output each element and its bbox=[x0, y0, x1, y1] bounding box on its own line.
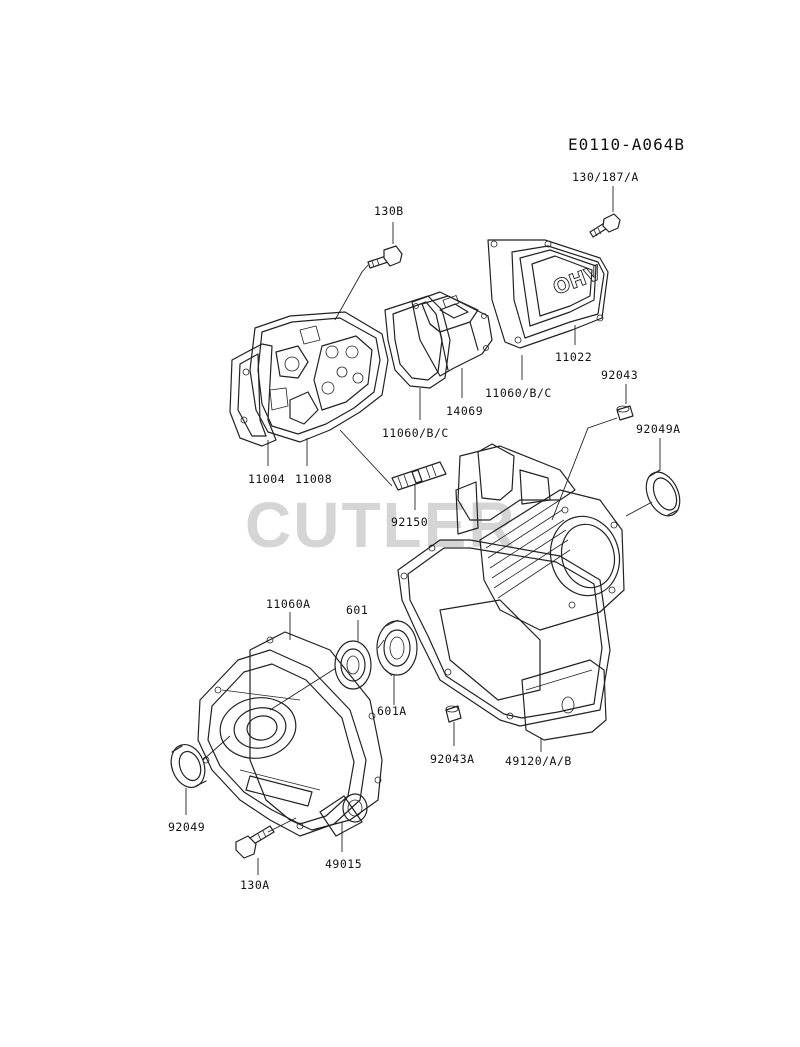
label-92049a: 92049A bbox=[636, 422, 681, 436]
watermark: CUTLER bbox=[245, 489, 517, 561]
oil-seal-92049 bbox=[170, 744, 207, 788]
head-gasket-11004 bbox=[229, 343, 277, 447]
label-49015: 49015 bbox=[325, 857, 362, 871]
ball-bearing-601 bbox=[334, 640, 372, 690]
label-130a: 130A bbox=[240, 878, 270, 892]
diagram-code: E0110-A064B bbox=[568, 135, 685, 154]
label-130-187-a: 130/187/A bbox=[572, 170, 639, 184]
label-11060a: 11060A bbox=[266, 597, 311, 611]
label-601: 601 bbox=[346, 603, 368, 617]
ohv-emboss: OHV bbox=[550, 260, 605, 300]
bolt-130-187-a bbox=[589, 213, 621, 238]
dowel-pin-92043 bbox=[616, 405, 634, 421]
label-11022: 11022 bbox=[555, 350, 592, 364]
label-92150: 92150 bbox=[391, 515, 428, 529]
label-92043a: 92043A bbox=[430, 752, 475, 766]
label-14069: 14069 bbox=[446, 404, 483, 418]
stud-bolt-92150 bbox=[391, 461, 447, 491]
dowel-pin-92043a bbox=[445, 705, 462, 723]
gasket-11060bc bbox=[384, 295, 451, 389]
label-11008: 11008 bbox=[295, 472, 332, 486]
bolt-130a bbox=[235, 825, 275, 859]
label-601a: 601A bbox=[377, 704, 407, 718]
oil-seal-92049a bbox=[645, 469, 681, 517]
label-49120ab: 49120/A/B bbox=[505, 754, 572, 768]
breather-cover-14069 bbox=[411, 291, 493, 377]
label-11004: 11004 bbox=[248, 472, 285, 486]
label-92049: 92049 bbox=[168, 820, 205, 834]
label-11060bc-upper: 11060/B/C bbox=[485, 386, 552, 400]
bolt-130b bbox=[367, 245, 403, 269]
crankcase-cover-49015 bbox=[197, 631, 383, 837]
label-11060bc-middle: 11060/B/C bbox=[382, 426, 449, 440]
ball-bearing-601a bbox=[376, 619, 418, 677]
label-92043: 92043 bbox=[601, 368, 638, 382]
label-130b: 130B bbox=[374, 204, 404, 218]
rocker-cover-11022: OHV bbox=[487, 239, 609, 349]
cylinder-head-11008 bbox=[249, 311, 389, 443]
crankcase-49120ab bbox=[397, 443, 625, 741]
